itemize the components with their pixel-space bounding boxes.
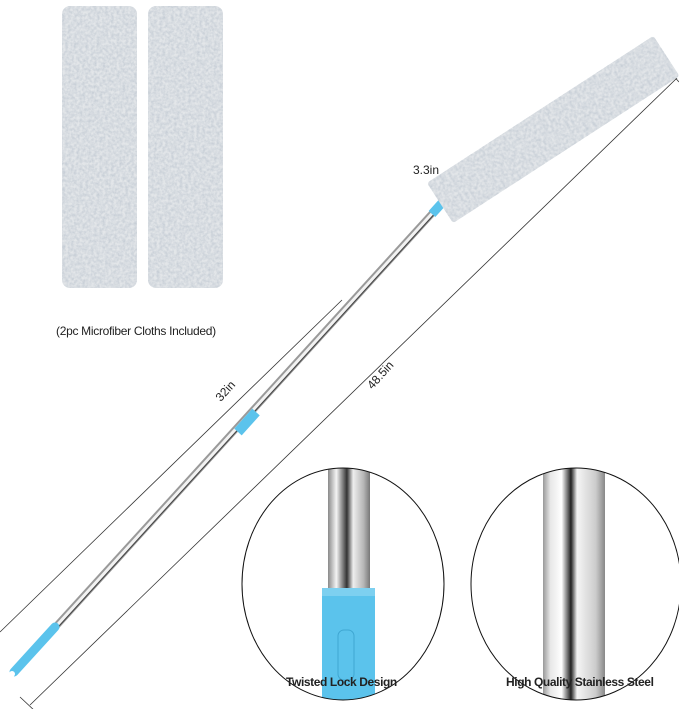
hang-hole [9, 671, 15, 677]
duster-pole [14, 192, 452, 672]
microfiber-cloth [148, 6, 223, 288]
cloths-included-caption: (2pc Microfiber Cloths Included) [56, 324, 216, 338]
duster-head [428, 36, 679, 222]
twist-lock-joint [234, 408, 260, 436]
twisted-lock-caption: Twisted Lock Design [286, 675, 397, 689]
grip [9, 622, 60, 677]
head-width-label: 3.3in [413, 163, 440, 177]
microfiber-cloth [62, 6, 137, 288]
detail-circle-stainless-steel [470, 467, 679, 701]
dimension-line-short [0, 299, 343, 633]
stainless-steel-caption: High Quality Stainless Steel [506, 675, 654, 689]
detail-circle-twist-lock [241, 467, 445, 701]
